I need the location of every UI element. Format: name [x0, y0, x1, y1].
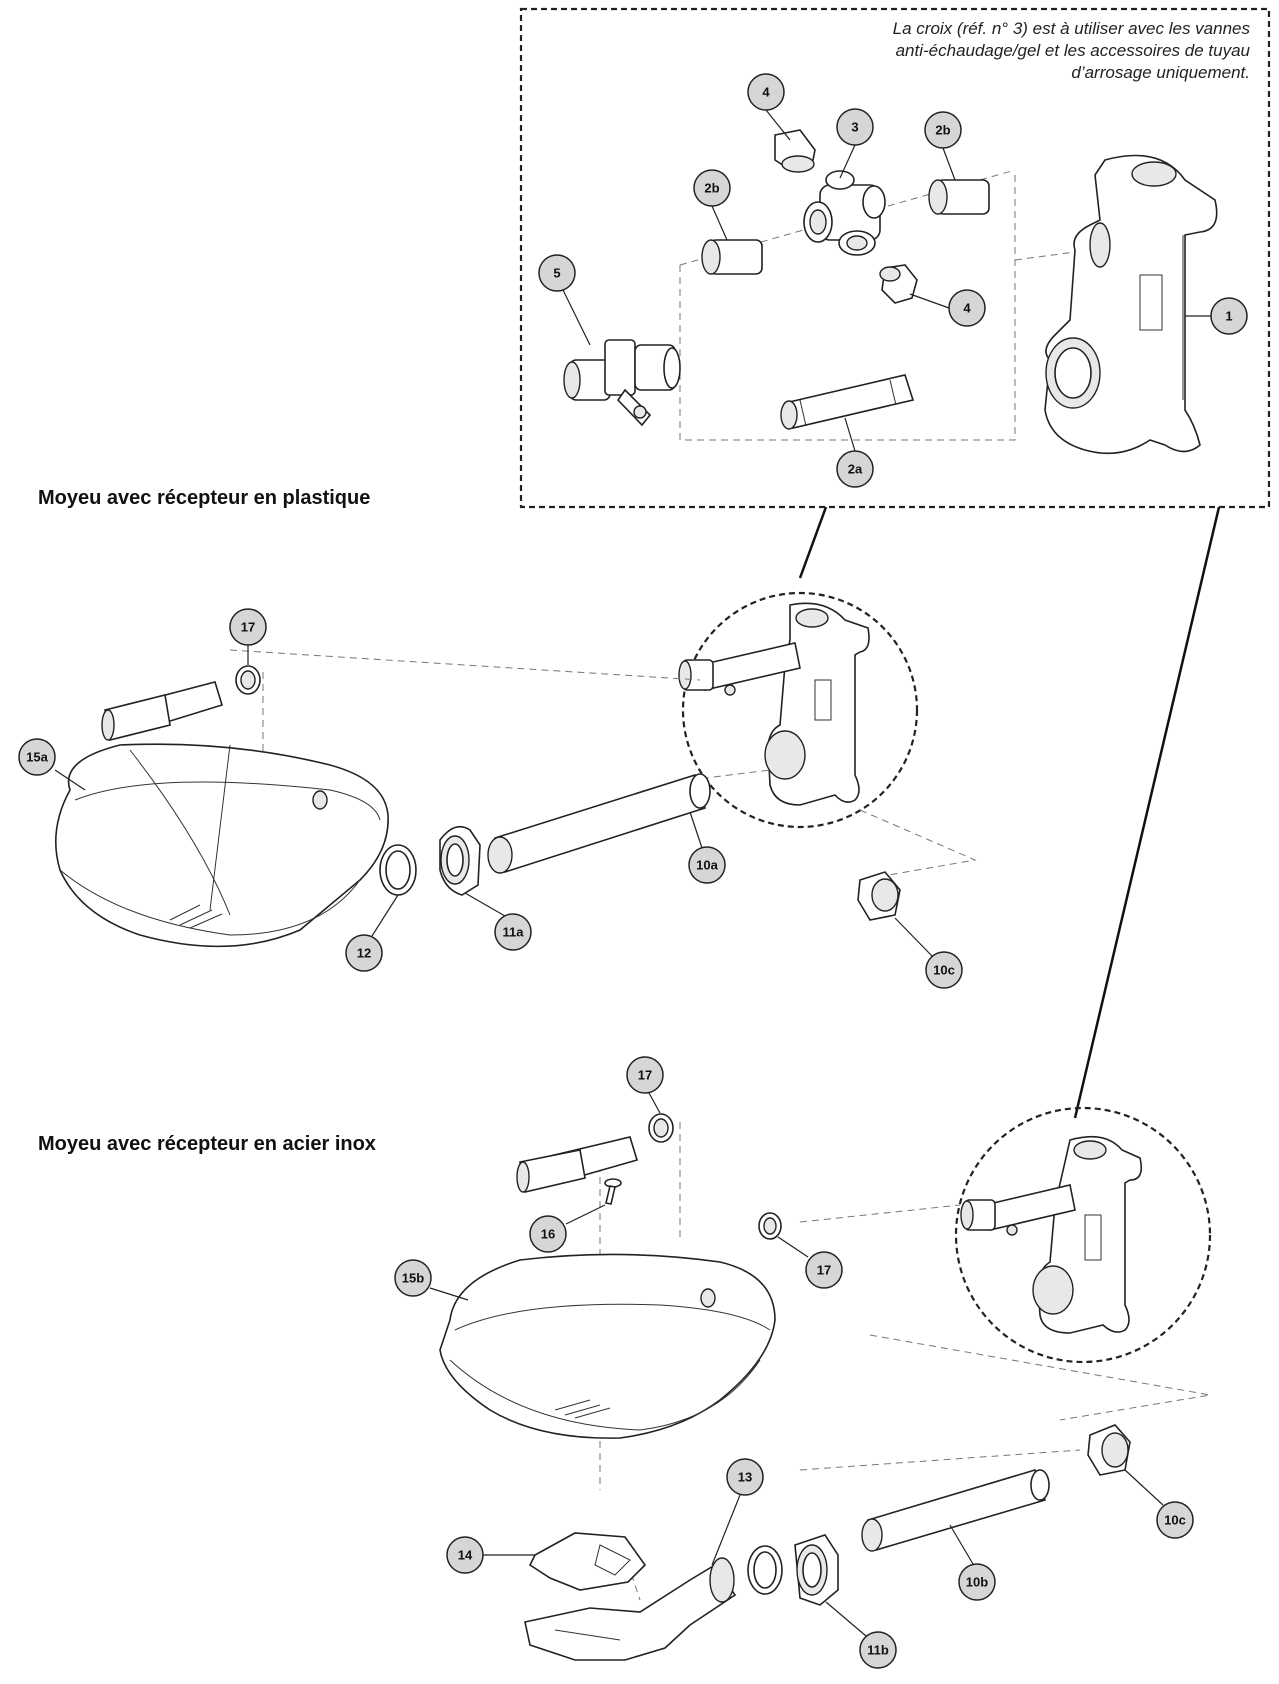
callout-14: 14 [446, 1536, 535, 1574]
callout-4-bottom: 4 [909, 289, 986, 327]
assembly-line [869, 1334, 1211, 1421]
assembly-line [859, 809, 977, 881]
note-line-1: La croix (réf. n° 3) est à utiliser avec… [892, 19, 1250, 38]
part-13-outlet [524, 1557, 737, 1661]
svg-text:3: 3 [851, 120, 858, 135]
part-1-body [1044, 154, 1218, 455]
callout-2a: 2a [836, 417, 874, 488]
part-17-plastic-bushing [235, 665, 261, 695]
callout-12: 12 [345, 894, 399, 972]
part-10a-pipe [487, 773, 711, 874]
svg-text:12: 12 [357, 946, 371, 961]
part-2b-coupling-right [928, 179, 990, 215]
svg-text:4: 4 [762, 85, 770, 100]
part-10c-plug-steel [1087, 1424, 1131, 1476]
svg-text:10a: 10a [696, 858, 718, 873]
part-10b-pipe [861, 1469, 1050, 1552]
callout-2b-right: 2b [924, 111, 962, 181]
callout-5: 5 [538, 254, 591, 346]
connector-line [1073, 506, 1221, 1119]
callout-10c-plastic: 10c [894, 917, 963, 989]
svg-text:13: 13 [738, 1470, 752, 1485]
svg-text:4: 4 [963, 301, 971, 316]
connector-line [798, 506, 828, 579]
part-4-plug-bottom [879, 264, 918, 304]
part-10c-plug-plastic [857, 871, 901, 921]
spout-plastic [101, 681, 223, 741]
part-12-gasket [379, 844, 417, 896]
svg-text:15b: 15b [402, 1271, 424, 1286]
part-3-cross [803, 170, 886, 256]
part-2b-coupling-left [701, 239, 763, 275]
svg-text:5: 5 [553, 266, 560, 281]
part-15a-plastic-receptor [55, 743, 389, 948]
callout-4-top: 4 [747, 73, 791, 141]
note-line-2: anti-échaudage/gel et les accessoires de… [895, 41, 1250, 60]
heading-steel-receptor: Moyeu avec récepteur en acier inox [38, 1133, 376, 1155]
callout-10b: 10b [949, 1524, 996, 1601]
callout-13: 13 [711, 1458, 764, 1566]
svg-text:17: 17 [241, 620, 255, 635]
svg-text:11b: 11b [867, 1643, 889, 1658]
part-15b-steel-receptor [439, 1253, 776, 1439]
heading-plastic-receptor: Moyeu avec récepteur en plastique [38, 487, 371, 509]
callout-2b-left: 2b [693, 169, 731, 241]
part-5-valve [563, 339, 681, 427]
svg-text:1: 1 [1225, 309, 1232, 324]
svg-text:11a: 11a [503, 925, 525, 940]
detail-circle-steel [954, 1106, 1212, 1364]
svg-text:14: 14 [458, 1548, 473, 1563]
svg-text:15a: 15a [26, 750, 48, 765]
mini-body-plastic [678, 602, 870, 806]
callout-11b: 11b [825, 1601, 897, 1669]
svg-text:2a: 2a [848, 462, 863, 477]
part-2a-nipple [780, 374, 915, 430]
callout-16: 16 [529, 1204, 606, 1253]
part-17-steel-bushing-top [648, 1113, 674, 1143]
detail-box [519, 7, 1271, 509]
mini-body-steel [960, 1135, 1143, 1334]
callout-10c-steel: 10c [1124, 1469, 1194, 1539]
svg-text:10c: 10c [1164, 1513, 1186, 1528]
svg-text:10b: 10b [966, 1575, 988, 1590]
detail-circle-plastic [681, 591, 919, 829]
svg-text:17: 17 [817, 1263, 831, 1278]
callout-17-steel-right: 17 [777, 1236, 843, 1289]
svg-text:10c: 10c [933, 963, 955, 978]
callout-15a: 15a [18, 738, 86, 791]
part-4-plug-top [774, 129, 816, 173]
callout-15b: 15b [394, 1259, 469, 1301]
svg-text:2b: 2b [704, 181, 719, 196]
part-16-screw [604, 1178, 622, 1205]
svg-text:16: 16 [541, 1227, 555, 1242]
svg-text:17: 17 [638, 1068, 652, 1083]
svg-text:2b: 2b [935, 123, 950, 138]
part-11a-nut [439, 825, 481, 896]
callout-11a: 11a [464, 892, 532, 951]
assembly-line [619, 1539, 641, 1601]
callout-17-steel-top: 17 [626, 1056, 664, 1114]
callout-3: 3 [836, 108, 874, 179]
part-17-steel-bushing-right [758, 1212, 782, 1240]
assembly-line [229, 649, 701, 681]
part-11b-nut [794, 1534, 839, 1606]
callout-10a: 10a [688, 811, 726, 884]
assembly-line [799, 1449, 1081, 1471]
part-14-bracket [528, 1532, 647, 1591]
note-line-3: d’arrosage uniquement. [1071, 63, 1250, 82]
callout-1: 1 [1185, 297, 1248, 335]
spout-steel [516, 1136, 639, 1193]
cross-usage-note: La croix (réf. n° 3) est à utiliser avec… [760, 18, 1250, 84]
callout-17-plastic: 17 [229, 608, 267, 665]
gasket-steel [747, 1545, 783, 1595]
assembly-line [799, 1204, 961, 1223]
